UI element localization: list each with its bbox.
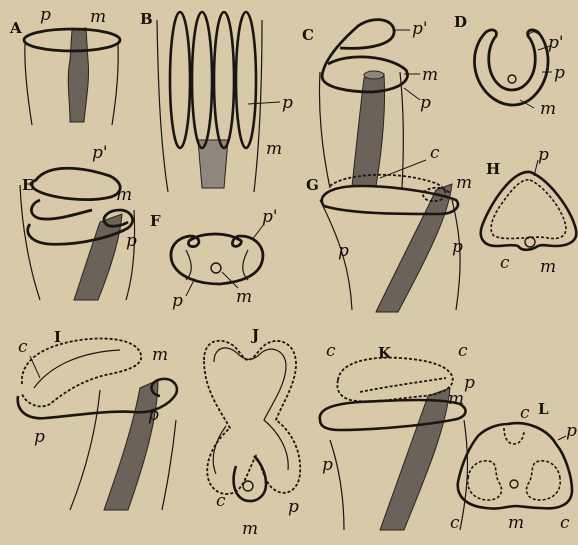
panel-d-label-m: m [540, 99, 556, 119]
panel-i-label-c: c [18, 337, 28, 357]
panel-h-label-m: m [540, 257, 556, 277]
panel-d-label-p: p [554, 63, 565, 83]
panel-j-label-p: p [288, 497, 299, 517]
panel-i-letter: I [54, 328, 61, 346]
panel-g-label-p-left: p [338, 241, 349, 261]
panel-l-label-p: p [566, 421, 577, 441]
panel-f-label-p-prime: p' [262, 207, 278, 227]
panel-f-letter: F [150, 212, 161, 230]
panel-c-label-p-prime: p' [412, 19, 428, 39]
panel-g-label-c: c [430, 143, 440, 163]
panel-k-label-c-right: c [458, 341, 468, 361]
panel-l-letter: L [538, 400, 549, 418]
panel-i-label-p-right: p [148, 405, 159, 425]
panel-h-label-c: c [500, 253, 510, 273]
panel-i-label-m: m [152, 345, 168, 365]
panel-h-label-p: p [538, 145, 549, 165]
panel-e-label-p-prime: p' [92, 143, 108, 163]
panel-l-label-m: m [508, 513, 524, 533]
panel-l-label-c-top: c [520, 403, 530, 423]
panel-d-letter: D [454, 13, 467, 31]
panel-g-label-p-right: p [452, 237, 463, 257]
panel-j-letter: J [250, 326, 259, 344]
panel-l-label-c-right: c [560, 513, 570, 533]
panel-k-label-c-left: c [326, 341, 336, 361]
panel-j-label-c: c [216, 491, 226, 511]
panel-b-label-p: p [282, 93, 293, 113]
panel-a-label-p: p [40, 5, 51, 25]
panel-c-label-p: p [420, 93, 431, 113]
panel-j-label-m: m [242, 519, 258, 539]
panel-h-letter: H [486, 160, 500, 178]
panel-g-label-m: m [456, 173, 472, 193]
panel-e-label-m: m [116, 185, 132, 205]
panel-f-label-m: m [236, 287, 252, 307]
panel-k-label-m: m [448, 389, 464, 409]
panel-g-letter: G [306, 176, 319, 194]
panel-i-label-p-left: p [34, 427, 45, 447]
panel-a-letter: A [9, 19, 22, 37]
panel-k-letter: K [378, 344, 392, 362]
panel-k-label-p-top: p [464, 373, 475, 393]
panel-d-label-p-prime: p' [548, 33, 564, 53]
panel-e-label-p: p [126, 231, 137, 251]
panel-f-label-p: p [172, 291, 183, 311]
panel-c-label-m: m [422, 65, 438, 85]
panel-b-label-m: m [266, 139, 282, 159]
panel-l-label-c-left: c [450, 513, 460, 533]
panel-c-letter: C [302, 26, 314, 44]
panel-a-label-m: m [90, 7, 106, 27]
panel-b-letter: B [140, 10, 153, 28]
panel-k-label-p-bottom: p [322, 455, 333, 475]
